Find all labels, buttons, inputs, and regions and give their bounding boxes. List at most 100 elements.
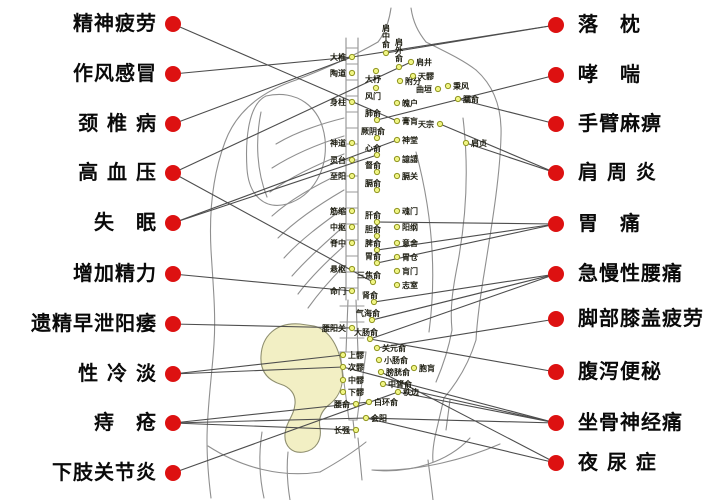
acupoint-dot-臑俞 xyxy=(454,95,462,103)
acupoint-label-大肠俞: 大肠俞 xyxy=(354,327,379,337)
condition-dot-腹泻便秘 xyxy=(548,364,564,380)
condition-label-夜尿症: 夜 尿 症 xyxy=(578,450,657,474)
acupoint-dot-秉风 xyxy=(444,82,452,90)
acupoint-dot-中枢 xyxy=(348,223,356,231)
acupoint-label-命门: 命门 xyxy=(329,286,346,296)
acupoint-dot-白环俞 xyxy=(365,398,373,406)
acupoint-dot-中膂俞 xyxy=(379,380,387,388)
condition-label-高血压: 高 血 压 xyxy=(78,160,157,184)
acupoint-dot-中髎 xyxy=(339,376,347,384)
acupoint-dot-会阳 xyxy=(362,414,370,422)
condition-label-增加精力: 增加精力 xyxy=(73,261,157,285)
acupoint-dot-肩井 xyxy=(407,58,415,66)
acupoint-label-胃仓: 胃仓 xyxy=(402,252,419,262)
condition-dot-失眠 xyxy=(165,215,181,231)
acupoint-label-大杼: 大杼 xyxy=(365,74,382,84)
acupoint-label-筋缩: 筋缩 xyxy=(329,206,346,216)
condition-dot-遗精早泄阳痿 xyxy=(165,316,181,332)
connector-坐骨神经痛-中膂俞 xyxy=(382,383,557,424)
acupoint-label-肓门: 肓门 xyxy=(402,266,418,276)
acupoint-dot-大杼 xyxy=(372,67,380,75)
condition-label-手臂麻痹: 手臂麻痹 xyxy=(578,111,662,135)
connector-痔疮-会阳 xyxy=(172,417,367,424)
connector-高血压-肩井 xyxy=(172,61,412,174)
acupoint-label-膈俞: 膈俞 xyxy=(364,178,382,188)
acupoint-dot-阳纲 xyxy=(393,223,401,231)
connector-痔疮-白环俞 xyxy=(172,401,370,424)
acupoint-label-魂门: 魂门 xyxy=(402,206,418,216)
acupoint-dot-肩贞 xyxy=(462,139,470,147)
condition-dot-夜尿症 xyxy=(548,455,564,471)
acupoint-label-小肠俞: 小肠俞 xyxy=(383,355,409,365)
acupoint-label-膏肓: 膏肓 xyxy=(402,116,418,126)
connector-遗精早泄阳痿-腰阳关 xyxy=(172,323,353,329)
acupoint-label-气海俞: 气海俞 xyxy=(355,308,381,318)
acupoint-dot-心俞 xyxy=(373,151,381,159)
acupoint-label-肩中俞: 肩中俞 xyxy=(381,23,391,49)
connector-下肢关节炎-秩边 xyxy=(172,391,399,474)
condition-label-下肢关节炎: 下肢关节炎 xyxy=(52,460,157,484)
acupoint-dot-魂门 xyxy=(393,207,401,215)
condition-label-痔疮: 痔 疮 xyxy=(94,410,157,434)
acupoint-dot-三焦俞 xyxy=(369,278,377,286)
condition-label-颈椎病: 颈 椎 病 xyxy=(78,111,157,135)
acupoint-label-阳纲: 阳纲 xyxy=(402,222,418,232)
acupoint-label-意舍: 意舍 xyxy=(402,238,419,248)
acupoint-dot-脊中 xyxy=(348,239,356,247)
condition-dot-增加精力 xyxy=(165,266,181,282)
acupoint-dot-胆俞 xyxy=(373,232,381,240)
acupoint-label-中枢: 中枢 xyxy=(330,222,346,232)
condition-label-胃痛: 胃 痛 xyxy=(578,211,641,235)
acupoint-dot-小肠俞 xyxy=(375,356,383,364)
condition-label-遗精早泄阳痿: 遗精早泄阳痿 xyxy=(31,311,157,335)
acupoint-label-中膂俞: 中膂俞 xyxy=(388,379,413,389)
acupoint-label-胆俞: 胆俞 xyxy=(365,224,382,234)
acupoint-dot-大肠俞 xyxy=(366,335,374,343)
acupoint-dot-下髎 xyxy=(339,388,347,396)
acupoint-dot-膏肓 xyxy=(393,117,401,125)
acupoint-label-譩譆: 譩譆 xyxy=(402,154,418,164)
acupoint-label-肩井: 肩井 xyxy=(416,57,432,67)
connector-脚部膝盖疲劳-关元俞 xyxy=(376,318,557,349)
condition-dot-精神疲劳 xyxy=(165,16,181,32)
connector-性冷淡-上髎 xyxy=(172,354,344,375)
condition-label-性冷淡: 性 冷 淡 xyxy=(78,361,157,385)
acupoint-label-天宗: 天宗 xyxy=(418,119,434,129)
condition-dots xyxy=(165,16,564,481)
connector-痔疮-长强 xyxy=(172,422,357,431)
acupoint-label-风门: 风门 xyxy=(365,91,381,101)
acupoint-dot-膀胱俞 xyxy=(377,368,385,376)
acupoint-label-胃俞: 胃俞 xyxy=(365,251,382,261)
condition-dot-手臂麻痹 xyxy=(548,116,564,132)
condition-dot-作风感冒 xyxy=(165,66,181,82)
connector-lines xyxy=(172,23,557,474)
acupoint-dot-厥阴俞 xyxy=(373,134,381,142)
acupoint-dot-长强 xyxy=(352,426,360,434)
condition-label-作风感冒: 作风感冒 xyxy=(73,61,157,85)
acupoint-dot-膈关 xyxy=(393,172,401,180)
acupoint-dot-陶道 xyxy=(348,69,356,77)
acupoint-dot-肩中俞 xyxy=(382,49,390,57)
condition-label-肩周炎: 肩 周 炎 xyxy=(578,160,657,184)
acupoint-label-神堂: 神堂 xyxy=(402,135,418,145)
acupoint-label-曲垣: 曲垣 xyxy=(416,84,432,94)
acupoint-label-悬枢: 悬枢 xyxy=(329,264,346,274)
acupoint-label-关元俞: 关元俞 xyxy=(382,343,407,353)
acupoint-label-肝俞: 肝俞 xyxy=(365,210,382,220)
connector-肩周炎-肩贞 xyxy=(465,142,557,174)
acupoint-dot-筋缩 xyxy=(348,207,356,215)
acupoint-label-腰阳关: 腰阳关 xyxy=(321,323,346,333)
acupoint-label-下髎: 下髎 xyxy=(348,387,365,397)
condition-dot-痔疮 xyxy=(165,415,181,431)
acupoint-dot-神堂 xyxy=(393,136,401,144)
connector-颈椎病-大椎 xyxy=(172,56,353,125)
acupoint-label-厥阴俞: 厥阴俞 xyxy=(361,126,386,136)
acupoint-dot-肩外俞 xyxy=(395,63,403,71)
condition-dot-高血压 xyxy=(165,165,181,181)
acupoint-dot-肺俞 xyxy=(373,116,381,124)
acupoint-label-长强: 长强 xyxy=(334,425,350,435)
connector-夜尿症-会阳 xyxy=(365,417,557,464)
acupoint-dot-秩边 xyxy=(394,388,402,396)
acupoint-dot-附分 xyxy=(396,77,404,85)
